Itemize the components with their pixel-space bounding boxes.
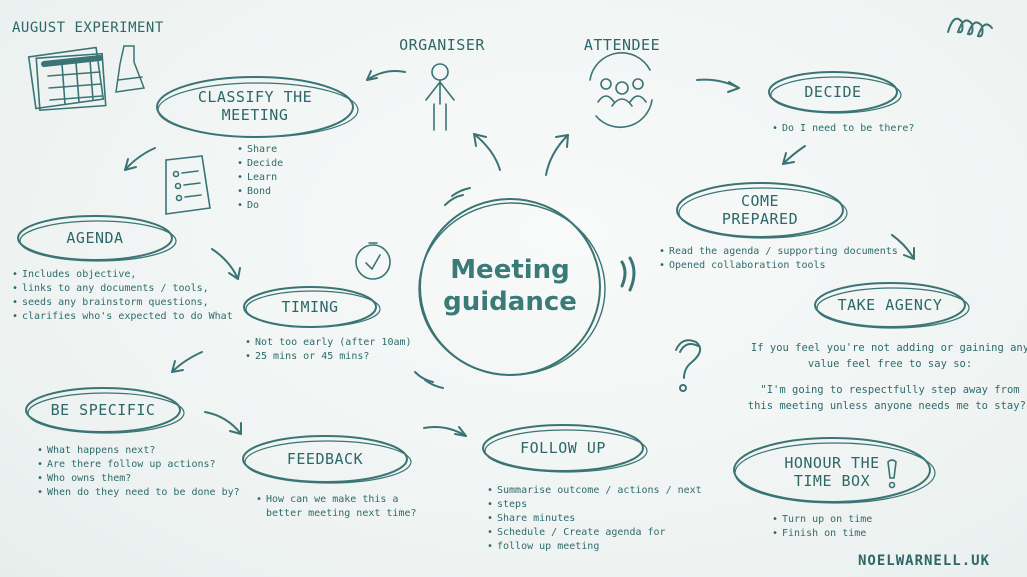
bubble-honour <box>733 437 936 504</box>
take-agency-quote-line1: "I'm going to respectfully step away fro… <box>760 384 1020 396</box>
take-agency-text: If you feel you're not adding or gaining… <box>740 340 1027 414</box>
bubble-follow-up <box>482 424 648 473</box>
classify-label: CLASSIFY THE MEETING <box>175 88 335 124</box>
attendee-label: ATTENDEE <box>583 36 661 54</box>
list-item: What happens next? <box>37 444 240 458</box>
center-line2: guidance <box>443 287 577 317</box>
feedback-label: FEEDBACK <box>286 450 364 468</box>
be-specific-list: What happens next? Are there follow up a… <box>35 444 240 500</box>
agenda-label: AGENDA <box>66 229 124 247</box>
list-item: Opened collaboration tools <box>659 259 898 273</box>
list-item: Read the agenda / supporting documents <box>659 245 898 259</box>
honour-line1: HONOUR THE <box>784 454 880 472</box>
come-prepared-line2: PREPARED <box>721 210 799 228</box>
list-item: Includes objective, <box>12 268 233 282</box>
come-prepared-list: Read the agenda / supporting documents O… <box>657 245 898 273</box>
be-specific-label: BE SPECIFIC <box>50 401 156 419</box>
bubble-agenda <box>17 215 177 262</box>
feedback-list: How can we make this a better meeting ne… <box>254 493 417 521</box>
bubble-classify <box>156 76 359 138</box>
team-icon <box>589 52 653 129</box>
list-item: When do they need to be done by? <box>37 486 240 500</box>
list-item: Are there follow up actions? <box>37 458 240 472</box>
center-line1: Meeting <box>450 255 570 285</box>
list-item: links to any documents / tools, <box>12 282 233 296</box>
list-item: Share minutes <box>487 512 702 526</box>
agenda-list: Includes objective, links to any documen… <box>10 268 233 324</box>
exclamation-icon <box>887 459 897 489</box>
list-item-continued: follow up meeting <box>487 540 702 554</box>
timing-label: TIMING <box>281 298 339 316</box>
clock-icon <box>355 242 391 280</box>
calendar-icon <box>27 46 107 112</box>
list-item: Do I need to be there? <box>772 122 914 136</box>
bubble-come-prepared <box>676 182 848 239</box>
come-prepared-line1: COME <box>740 192 780 210</box>
list-item: Bond <box>237 185 283 199</box>
honour-line2: TIME BOX <box>793 472 871 490</box>
bubble-take-agency <box>814 282 970 329</box>
list-item: Share <box>237 143 283 157</box>
list-item: Decide <box>237 157 283 171</box>
list-item: 25 mins or 45 mins? <box>245 350 412 364</box>
bubble-be-specific <box>25 387 185 434</box>
list-item: Turn up on time <box>772 513 872 527</box>
list-item-continued: steps <box>487 498 702 512</box>
list-item: clarifies who's expected to do What <box>12 310 233 324</box>
timing-list: Not too early (after 10am) 25 mins or 45… <box>243 336 412 364</box>
list-item: Do <box>237 199 283 213</box>
arrows <box>124 70 915 437</box>
list-item: Schedule / Create agenda for <box>487 526 702 540</box>
corner-title: AUGUST EXPERIMENT <box>12 20 164 36</box>
flask-icon <box>115 45 146 93</box>
list-item: Summarise outcome / actions / next <box>487 484 702 498</box>
classify-line1: CLASSIFY THE <box>197 88 313 106</box>
take-agency-text-line2: value feel free to say so: <box>807 358 973 370</box>
classify-line2: MEETING <box>221 106 289 124</box>
follow-up-list: Summarise outcome / actions / next steps… <box>485 484 702 554</box>
center-title: Meeting guidance <box>420 254 600 318</box>
center-circle <box>414 187 636 389</box>
honour-label: HONOUR THE TIME BOX <box>762 454 902 490</box>
take-agency-text-line1: If you feel you're not adding or gaining… <box>750 342 1027 354</box>
checklist-icon <box>165 155 211 215</box>
follow-up-label: FOLLOW UP <box>520 439 606 457</box>
list-item: Finish on time <box>772 527 872 541</box>
bubble-decide <box>768 71 902 114</box>
take-agency-quote-line2: this meeting unless anyone needs me to s… <box>747 400 1027 412</box>
take-agency-label: TAKE AGENCY <box>837 296 943 314</box>
person-icon <box>425 63 455 131</box>
organiser-label: ORGANISER <box>399 36 485 54</box>
list-item: seeds any brainstorm questions, <box>12 296 233 310</box>
decide-list: Do I need to be there? <box>770 122 914 136</box>
site-url: NOELWARNELL.UK <box>858 553 991 569</box>
list-item: Learn <box>237 171 283 185</box>
list-item: better meeting next time? <box>266 508 417 519</box>
bubble-timing <box>243 286 381 328</box>
honour-list: Turn up on time Finish on time <box>770 513 872 541</box>
come-prepared-label: COME PREPARED <box>700 192 820 228</box>
bubble-feedback <box>242 435 412 484</box>
list-item: Who owns them? <box>37 472 240 486</box>
list-item: How can we make this a <box>256 493 417 507</box>
decide-label: DECIDE <box>804 83 862 101</box>
classify-list: Share Decide Learn Bond Do <box>235 143 283 213</box>
squiggle-icon <box>947 17 993 38</box>
list-item: Not too early (after 10am) <box>245 336 412 350</box>
question-mark-icon <box>675 339 702 392</box>
